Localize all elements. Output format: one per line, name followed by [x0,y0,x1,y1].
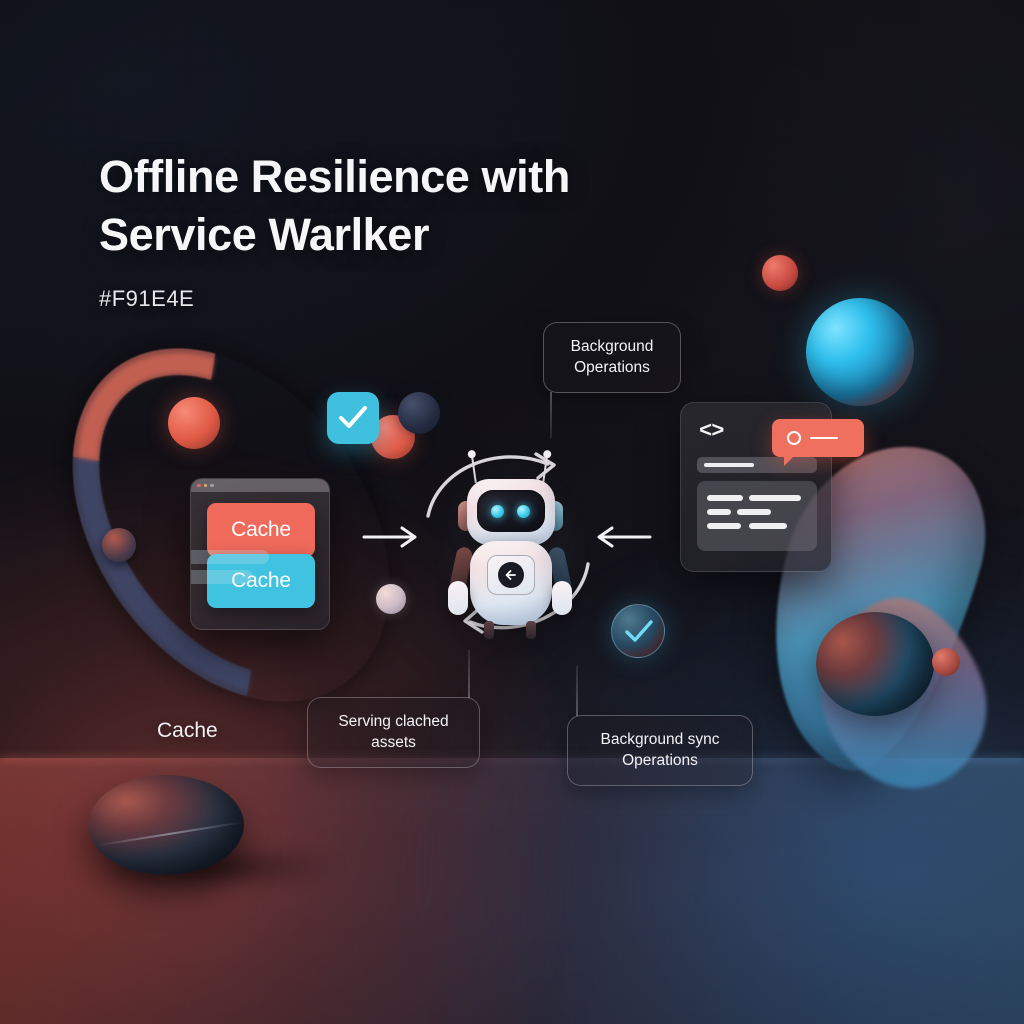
decorative-sphere-red-small [762,255,798,291]
robot-leg-left [484,621,494,639]
cache-card-primary[interactable]: Cache [207,503,315,557]
window-close-dot[interactable] [197,483,201,488]
callout-background-operations: Background Operations [543,322,681,438]
code-window: <> [680,402,832,572]
robot-antenna-right [542,456,548,484]
code-line [749,495,801,501]
page-title: Offline Resilience with Service Warlker [99,148,570,263]
arrow-left-icon [590,524,652,555]
check-circle-badge [611,604,665,658]
glass-overlay-bars [191,550,269,586]
callout-line-2: Operations [622,752,698,770]
callout-tail [576,666,578,716]
decorative-sphere-red-tiny [932,648,960,676]
decorative-arc [7,287,455,763]
code-content-panel [697,481,817,551]
robot-eye-left [491,505,504,518]
callout-tail [550,391,552,438]
robot-mascot [440,455,582,645]
callout-line-2: Operations [574,359,650,377]
page-title-line-1: Offline Resilience with [99,151,570,202]
callout-line-1: Background [570,338,654,355]
decorative-sphere-dual-tone [816,612,934,716]
notification-dash [810,436,838,440]
robot-hand-left [448,581,468,615]
hexcode-label: #F91E4E [99,286,195,312]
back-arrow-icon [498,562,524,588]
callout-line-2: assets [371,734,416,752]
code-row-header [697,457,817,473]
arc-endcap [102,528,136,562]
notification-circle [787,431,801,445]
robot-hand-right [552,581,572,615]
decorative-sphere-cyan [806,298,914,406]
callout-serving-cached-assets: Serving clached assets [307,650,480,768]
callout-line-1: Serving clached [338,713,449,730]
check-icon [625,620,653,642]
window-maximize-dot[interactable] [210,483,214,488]
robot-body [470,541,552,625]
robot-eye-right [517,505,530,518]
code-line [707,523,741,529]
code-brackets-icon: <> [699,419,724,444]
arrow-right-icon [362,524,424,555]
check-square-badge [327,392,379,444]
decorative-sphere-red-mid [168,397,220,449]
check-icon [339,406,367,428]
robot-chest-badge [487,555,535,595]
glass-bar [191,550,269,564]
code-line [737,509,771,515]
notification-bubble-icon [772,419,864,466]
window-body: Cache Cache [191,492,329,629]
decorative-sphere-navy [398,392,440,434]
title-block: Offline Resilience with Service Warlker … [99,148,570,312]
code-line [707,495,743,501]
code-line [749,523,787,529]
callout-background-sync: Background sync Operations [567,666,753,786]
robot-head [467,479,555,545]
decorative-sphere-pale [376,584,406,614]
cache-browser-window: Cache Cache [190,478,330,630]
code-line [707,509,731,515]
page-title-line-2: Service Warlker [99,208,430,260]
cache-card-secondary[interactable]: Cache [207,554,315,608]
robot-visor [477,490,545,532]
window-minimize-dot[interactable] [203,483,207,488]
robot-leg-right [526,621,536,639]
callout-tail [468,650,470,698]
callout-line-1: Background sync [600,731,720,748]
glass-bar [191,570,253,584]
floor-sphere [88,775,244,875]
window-titlebar [191,479,329,492]
cache-caption-label: Cache [157,719,218,742]
robot-antenna-left [471,456,477,484]
